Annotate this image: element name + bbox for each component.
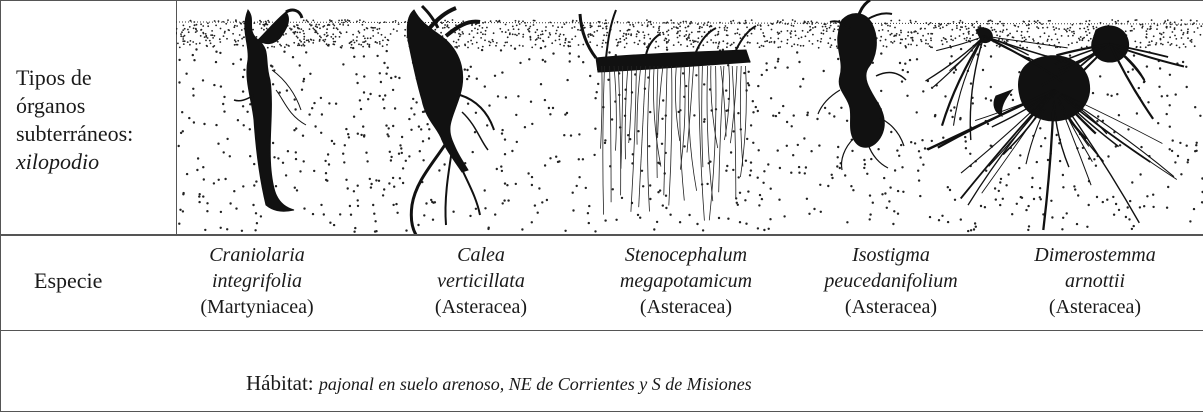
organ-label-line-2: órganos [16, 92, 176, 120]
species-name-line-1: Dimerostemma [1000, 242, 1190, 268]
species-craniolaria: Craniolaria integrifolia (Martyniacea) [162, 242, 352, 320]
species-row-label: Especie [34, 268, 102, 294]
xylopodium-calea [407, 6, 494, 234]
organ-label-line-1: Tipos de [16, 64, 176, 92]
species-name-line-1: Stenocephalum [591, 242, 781, 268]
species-name-line-2: verticillata [386, 268, 576, 294]
organ-type-row-label: Tipos de órganos subterráneos: xilopodio [16, 64, 176, 176]
organ-type-value: xilopodio [16, 148, 176, 176]
species-name-line-1: Craniolaria [162, 242, 352, 268]
species-family: (Martyniacea) [162, 294, 352, 320]
species-name-line-1: Calea [386, 242, 576, 268]
species-name-line-1: Isostigma [796, 242, 986, 268]
species-name-line-2: peucedanifolium [796, 268, 986, 294]
species-isostigma: Isostigma peucedanifolium (Asteracea) [796, 242, 986, 320]
species-name-line-2: megapotamicum [591, 268, 781, 294]
species-stenocephalum: Stenocephalum megapotamicum (Asteracea) [591, 242, 781, 320]
habitat-row: Hábitat: pajonal en suelo arenoso, NE de… [246, 371, 752, 396]
row-divider-1 [0, 234, 1203, 236]
species-dimerostemma: Dimerostemma arnottii (Asteracea) [1000, 242, 1190, 320]
species-family: (Asteracea) [386, 294, 576, 320]
species-calea: Calea verticillata (Asteracea) [386, 242, 576, 320]
underground-organs-illustration [176, 0, 1203, 234]
species-family: (Asteracea) [1000, 294, 1190, 320]
habitat-value: pajonal en suelo arenoso, NE de Corrient… [319, 374, 752, 394]
xylopodium-stenocephalum [580, 10, 756, 72]
left-border [0, 0, 1, 412]
species-name-line-2: integrifolia [162, 268, 352, 294]
species-family: (Asteracea) [796, 294, 986, 320]
habitat-label: Hábitat: [246, 371, 314, 395]
species-name-line-2: arnottii [1000, 268, 1190, 294]
species-family: (Asteracea) [591, 294, 781, 320]
row-divider-2 [0, 330, 1203, 331]
organ-label-line-3: subterráneos: [16, 120, 176, 148]
